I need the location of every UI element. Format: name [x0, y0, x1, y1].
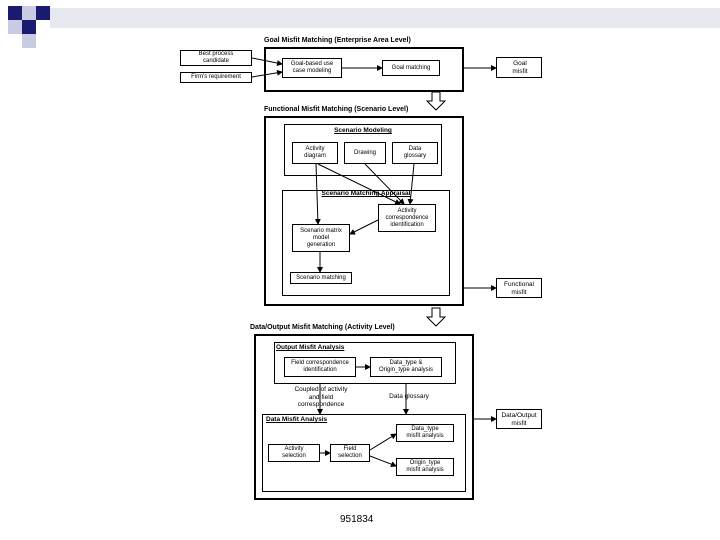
block-arrow-down-2	[425, 307, 447, 327]
origin-type-misfit-box: Origin_type misfit analysis	[396, 458, 454, 476]
corner-square-light-3	[22, 34, 36, 48]
best-process-box: Best process candidate	[180, 50, 252, 66]
output-misfit-analysis-label: Output Misfit Analysis	[276, 344, 345, 351]
activity-diagram-box: Activity diagram	[292, 142, 338, 164]
coupled-label: Coupled of activity and field correspond…	[294, 386, 348, 408]
data-glossary-flow-label: Data glossary	[389, 393, 429, 400]
functional-misfit-label: Functional misfit	[504, 281, 534, 296]
corner-square-light-1	[22, 6, 36, 20]
field-selection-box: Field selection	[330, 444, 370, 462]
corner-square-dark-1	[8, 6, 22, 20]
arrow-requirement-to-use-case	[251, 69, 283, 78]
arrow-field-to-data-type-misfit	[369, 433, 397, 451]
corner-square-dark-3	[36, 6, 50, 20]
arrow-activity-diagram-to-matrix	[314, 163, 321, 225]
top-band	[50, 8, 720, 28]
goal-use-case-box: Goal-based use case modeling	[282, 58, 342, 78]
data-misfit-analysis-label: Data Misfit Analysis	[266, 416, 328, 423]
arrow-drawing-to-correspondence	[364, 163, 405, 205]
footer-number: 951834	[340, 514, 374, 525]
goal-section-title: Goal Misfit Matching (Enterprise Area Le…	[264, 37, 411, 44]
goal-misfit-label: Goal misfit	[512, 60, 528, 75]
scenario-modeling-label: Scenario Modeling	[334, 127, 392, 134]
drawing-box: Drawing	[344, 142, 386, 164]
functional-section-title: Functional Misfit Matching (Scenario Lev…	[264, 106, 409, 113]
data-output-section-title: Data/Output Misfit Matching (Activity Le…	[250, 324, 395, 331]
data-type-misfit-box: Data_type misfit analysis	[396, 424, 454, 442]
field-correspondence-box: Field correspondence identification	[284, 357, 356, 377]
corner-square-light-2	[8, 20, 22, 34]
corner-square-dark-2	[22, 20, 36, 34]
goal-matching-box: Goal matching	[382, 60, 440, 76]
arrow-activity-diagram-to-correspondence	[317, 163, 401, 205]
data-glossary-box: Data glossary	[392, 142, 438, 164]
activity-selection-box: Activity selection	[268, 444, 320, 462]
arrow-best-process-to-use-case	[251, 57, 283, 66]
activity-correspondence-box: Activity correspondence identification	[378, 204, 436, 232]
data-output-misfit-label: Data/Output misfit	[501, 412, 537, 427]
block-arrow-down-1	[425, 91, 447, 111]
scenario-matching-appraisal-label: Scenario Matching Appraisal	[321, 190, 411, 197]
arrow-glossary-to-correspondence	[407, 163, 415, 205]
scenario-matrix-box: Scenario matrix model generation	[292, 224, 350, 252]
arrow-field-to-origin-type-misfit	[369, 455, 397, 468]
arrow-correspondence-to-matrix	[349, 219, 379, 235]
firms-requirement-box: Firm's requirement	[180, 72, 252, 83]
